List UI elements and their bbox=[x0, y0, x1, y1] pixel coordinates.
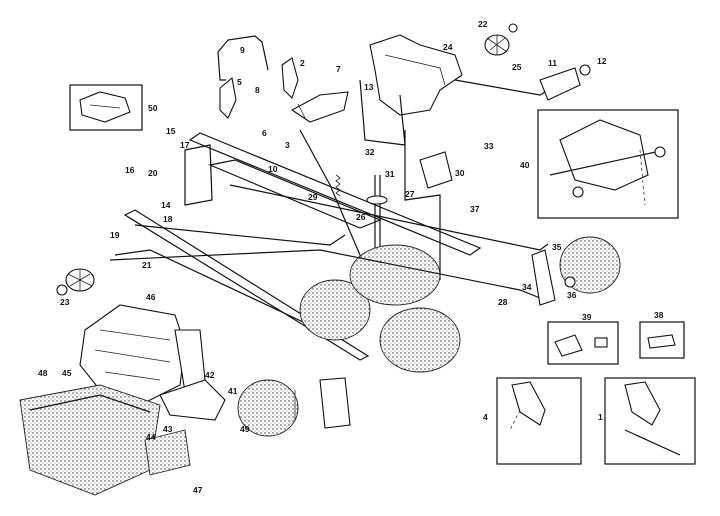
callout-label: 14 bbox=[161, 200, 171, 210]
callout-label: 18 bbox=[163, 214, 173, 224]
grass-chute bbox=[79, 304, 206, 406]
detail-box-4 bbox=[496, 377, 582, 465]
detail-box-50 bbox=[69, 84, 143, 131]
clutch-assembly bbox=[366, 130, 453, 290]
front-axle bbox=[109, 249, 546, 301]
bracket-center bbox=[294, 377, 351, 429]
callout-label: 15 bbox=[166, 126, 176, 136]
callout-label: 17 bbox=[180, 140, 190, 150]
callout-label: 46 bbox=[146, 292, 156, 302]
callout-label: 38 bbox=[654, 310, 664, 320]
callout-label: 36 bbox=[567, 290, 577, 300]
control-handle bbox=[290, 91, 349, 123]
callout-label: 34 bbox=[522, 282, 532, 292]
callout-label: 40 bbox=[520, 160, 530, 170]
callout-label: 42 bbox=[205, 370, 215, 380]
callout-label: 10 bbox=[268, 164, 278, 174]
callout-labels: 1 2 3 4 5 6 7 8 9 10 11 12 13 14 15 16 1… bbox=[38, 19, 664, 495]
callout-label: 48 bbox=[38, 368, 48, 378]
callout-label: 1 bbox=[598, 412, 603, 422]
callout-label: 33 bbox=[484, 141, 494, 151]
callout-label: 24 bbox=[443, 42, 453, 52]
callout-label: 7 bbox=[336, 64, 341, 74]
callout-label: 22 bbox=[478, 19, 488, 29]
detail-box-38 bbox=[639, 321, 685, 359]
callout-label: 49 bbox=[240, 424, 250, 434]
callout-label: 28 bbox=[498, 297, 508, 307]
callout-label: 4 bbox=[483, 412, 488, 422]
detail-box-40 bbox=[537, 109, 679, 219]
callout-label: 16 bbox=[125, 165, 135, 175]
front-wheel bbox=[237, 379, 299, 437]
callout-label: 2 bbox=[300, 58, 305, 68]
callout-label: 13 bbox=[364, 82, 374, 92]
lever-left bbox=[219, 76, 237, 119]
axle-shaft bbox=[454, 64, 591, 101]
main-frame bbox=[114, 132, 549, 361]
callout-label: 41 bbox=[228, 386, 238, 396]
callout-label: 11 bbox=[548, 58, 557, 68]
spring bbox=[335, 174, 341, 197]
callout-label: 9 bbox=[240, 45, 245, 55]
detail-box-1 bbox=[604, 377, 696, 465]
callout-label: 43 bbox=[163, 424, 173, 434]
callout-label: 8 bbox=[255, 85, 260, 95]
callout-label: 26 bbox=[356, 212, 366, 222]
callout-label: 45 bbox=[62, 368, 72, 378]
callout-label: 21 bbox=[142, 260, 152, 270]
callout-label: 30 bbox=[455, 168, 465, 178]
callout-label: 5 bbox=[237, 77, 242, 87]
callout-label: 25 bbox=[512, 62, 522, 72]
callout-label: 3 bbox=[285, 140, 290, 150]
lever-right bbox=[281, 57, 299, 100]
callout-label: 6 bbox=[262, 128, 267, 138]
handle-bracket bbox=[217, 35, 269, 81]
rear-wheel-right bbox=[559, 236, 621, 294]
callout-label: 37 bbox=[470, 204, 480, 214]
callout-label: 47 bbox=[193, 485, 203, 495]
callout-label: 44 bbox=[146, 432, 156, 442]
callout-label: 12 bbox=[597, 56, 607, 66]
bracket-42 bbox=[159, 379, 226, 421]
gear-top bbox=[484, 23, 518, 56]
transmission-housing bbox=[359, 34, 463, 146]
gear-left bbox=[56, 268, 95, 296]
rear-wheel-center bbox=[299, 244, 461, 373]
callout-label: 35 bbox=[552, 242, 562, 252]
callout-label: 39 bbox=[582, 312, 592, 322]
callout-label: 27 bbox=[405, 189, 415, 199]
mount-plate bbox=[144, 429, 191, 476]
detail-box-39 bbox=[547, 321, 619, 365]
callout-label: 23 bbox=[60, 297, 70, 307]
callout-label: 32 bbox=[365, 147, 375, 157]
callout-label: 19 bbox=[110, 230, 120, 240]
callout-label: 20 bbox=[148, 168, 158, 178]
grass-bag bbox=[19, 384, 161, 496]
callout-label: 29 bbox=[308, 192, 318, 202]
callout-label: 50 bbox=[148, 103, 158, 113]
bracket-right bbox=[531, 249, 576, 306]
callout-label: 31 bbox=[385, 169, 395, 179]
